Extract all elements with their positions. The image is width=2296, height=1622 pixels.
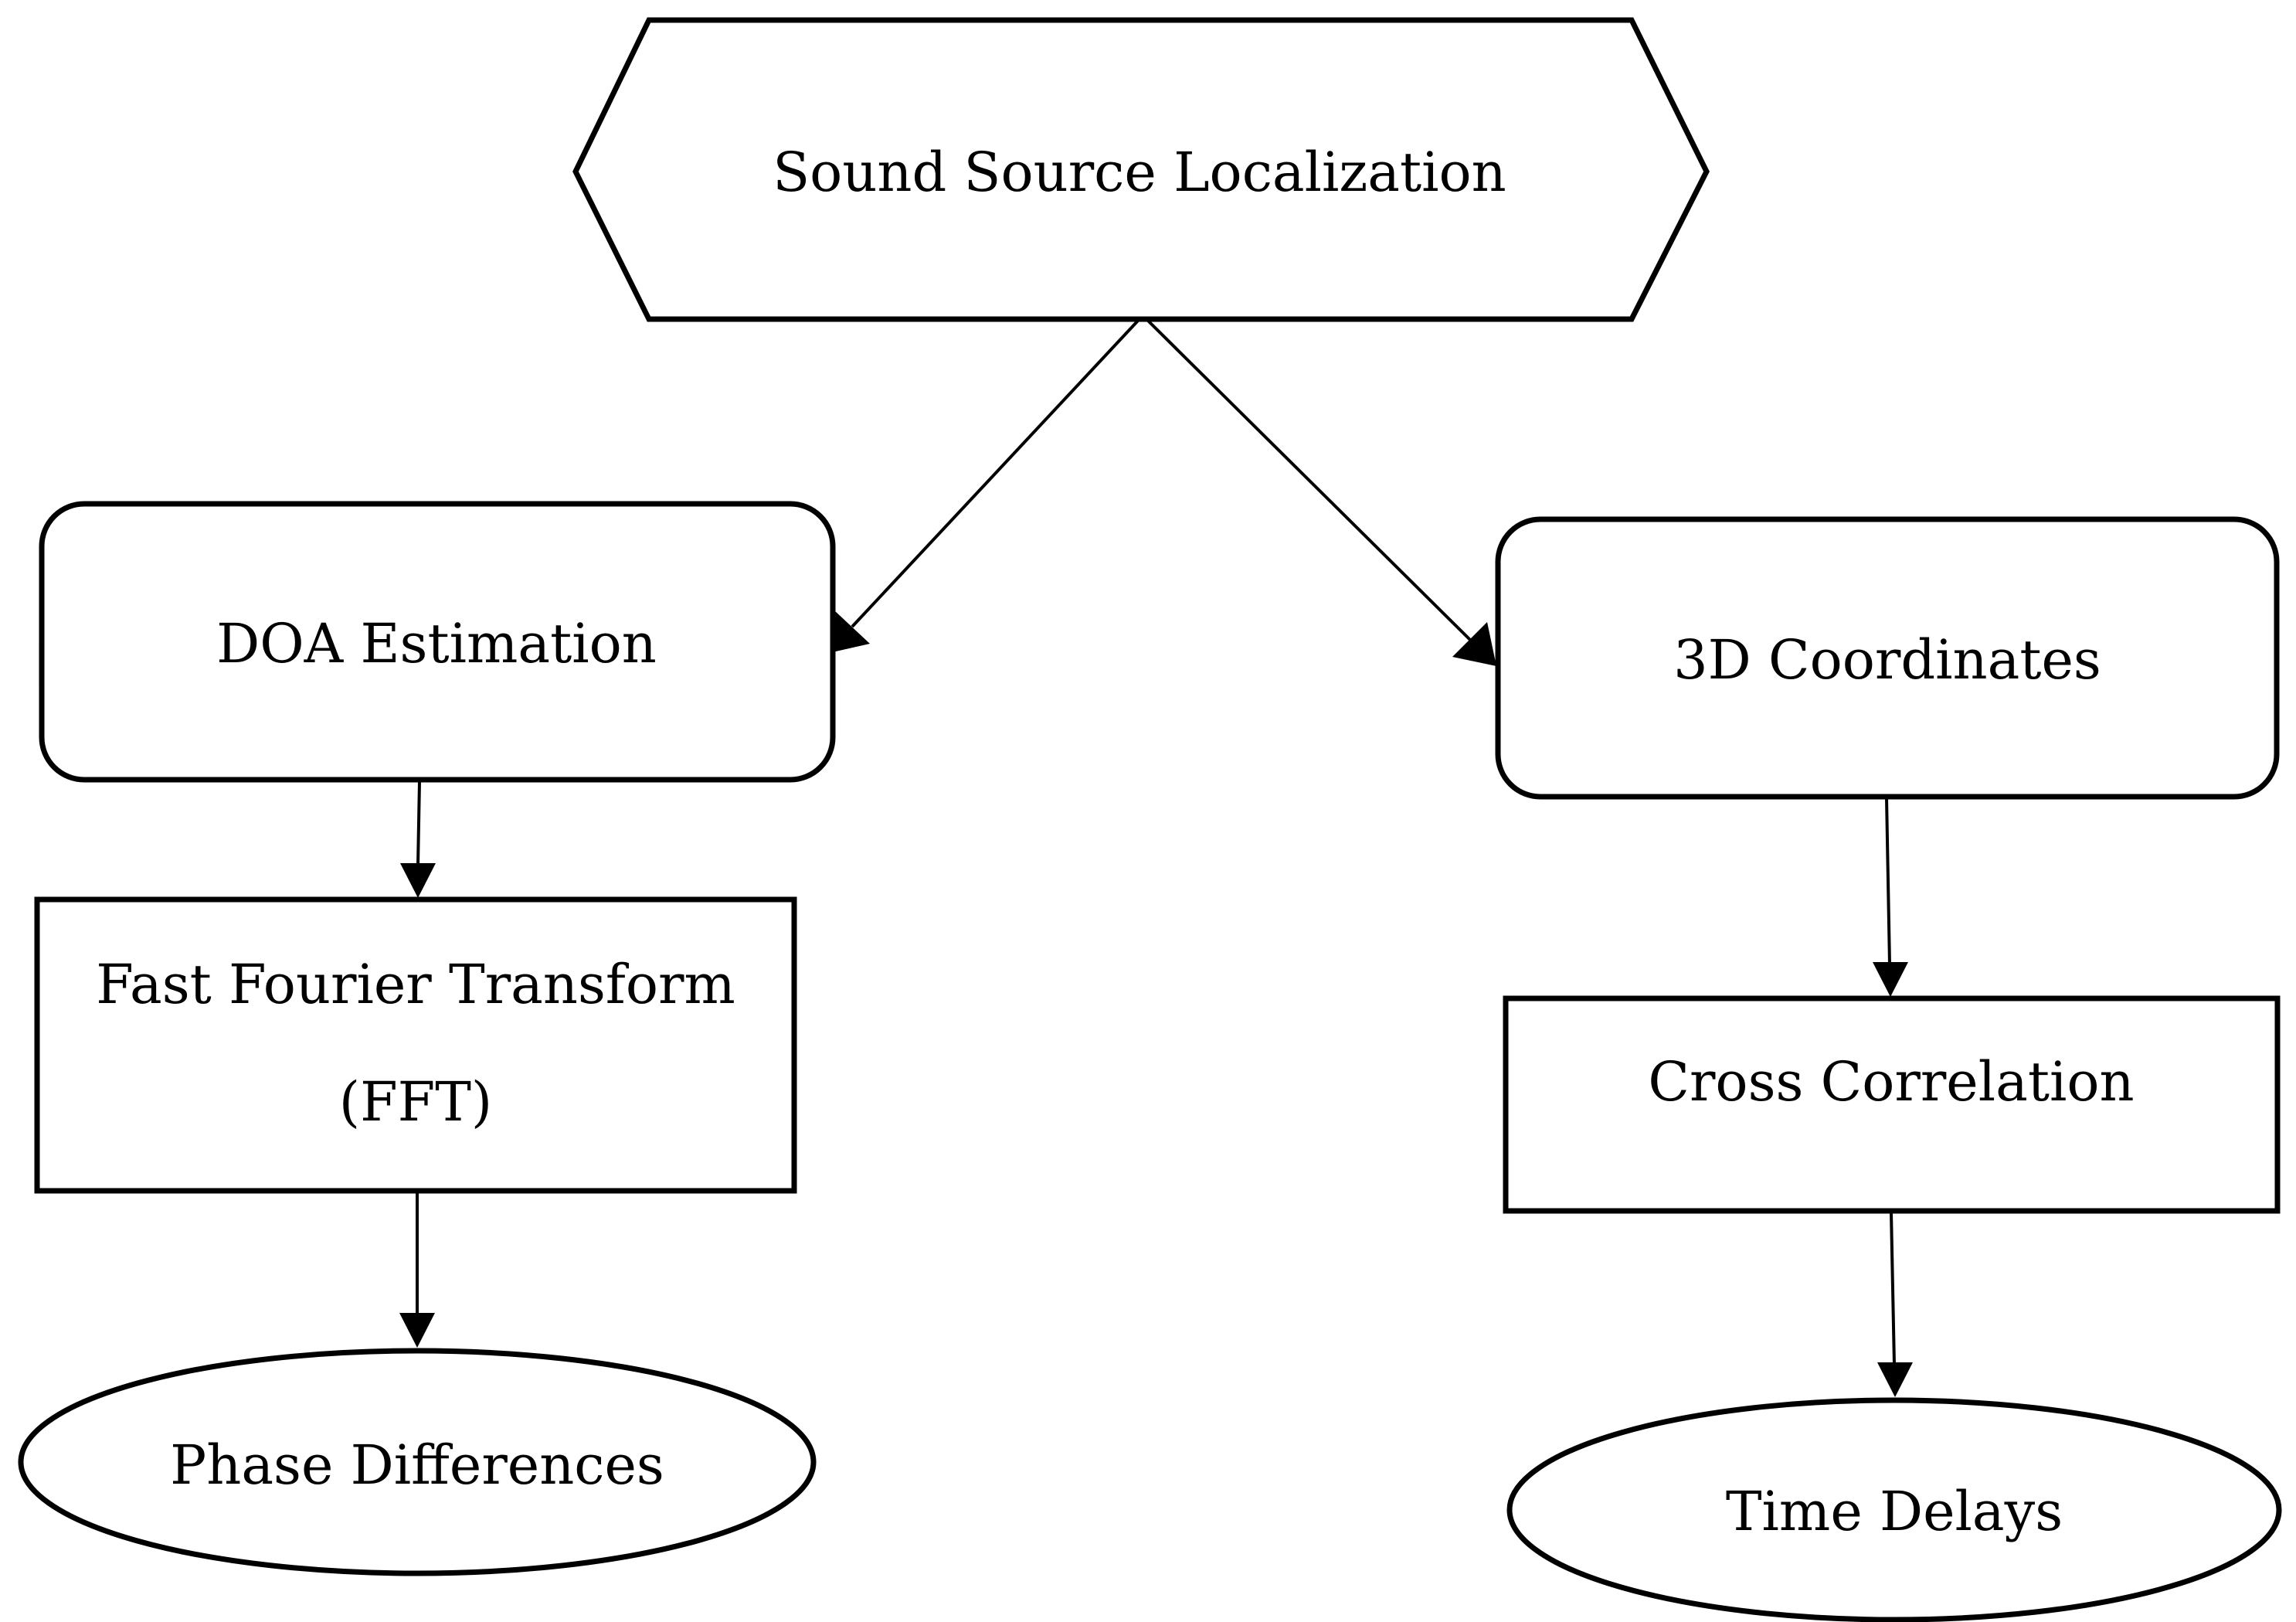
ellipse-shape [18,1348,817,1576]
node-3d-coordinates: 3D Coordinates [1495,516,2280,800]
node-sound-source-localization: Sound Source Localization [572,17,1710,322]
node-label-3d: 3D Coordinates [1673,628,2101,692]
rect-shape [1503,995,2281,1214]
edge-root-to-doa [851,319,1140,628]
node-label-phase: Phase Differences [170,1433,664,1497]
node-time-delays: Time Delays [1506,1397,2282,1622]
connectors [399,319,1913,1397]
arrowhead-fft [400,863,436,898]
arrowhead-time [1877,1362,1913,1397]
arrowhead-3d [1452,622,1496,666]
edge-doa-to-fft [416,780,421,866]
node-phase-differences: Phase Differences [18,1348,817,1576]
edge-cross-to-time [1890,1212,1896,1365]
node-fast-fourier-transform: Fast Fourier Transform (FFT) [34,896,797,1194]
node-label-cross: Cross Correlation [1648,1050,2134,1114]
rounded-rect-shape [1495,516,2280,800]
node-label-fft-line1: Fast Fourier Transform [96,953,735,1016]
node-label-time: Time Delays [1726,1480,2063,1543]
rect-shape [34,896,797,1194]
arrowhead-cross [1873,962,1908,997]
rounded-rect-shape [39,501,836,783]
node-doa-estimation: DOA Estimation [39,501,836,783]
edge-root-to-3d [1146,319,1472,641]
node-cross-correlation: Cross Correlation [1503,995,2281,1214]
node-label-fft-line2: (FFT) [339,1070,492,1134]
ellipse-shape [1506,1397,2282,1622]
arrowhead-phase [399,1313,435,1348]
hexagon-shape [572,17,1710,322]
arrowhead-doa [829,610,870,653]
node-label-root: Sound Source Localization [773,141,1506,204]
node-label-doa: DOA Estimation [216,612,657,675]
edge-3d-to-cross [1885,797,1891,965]
